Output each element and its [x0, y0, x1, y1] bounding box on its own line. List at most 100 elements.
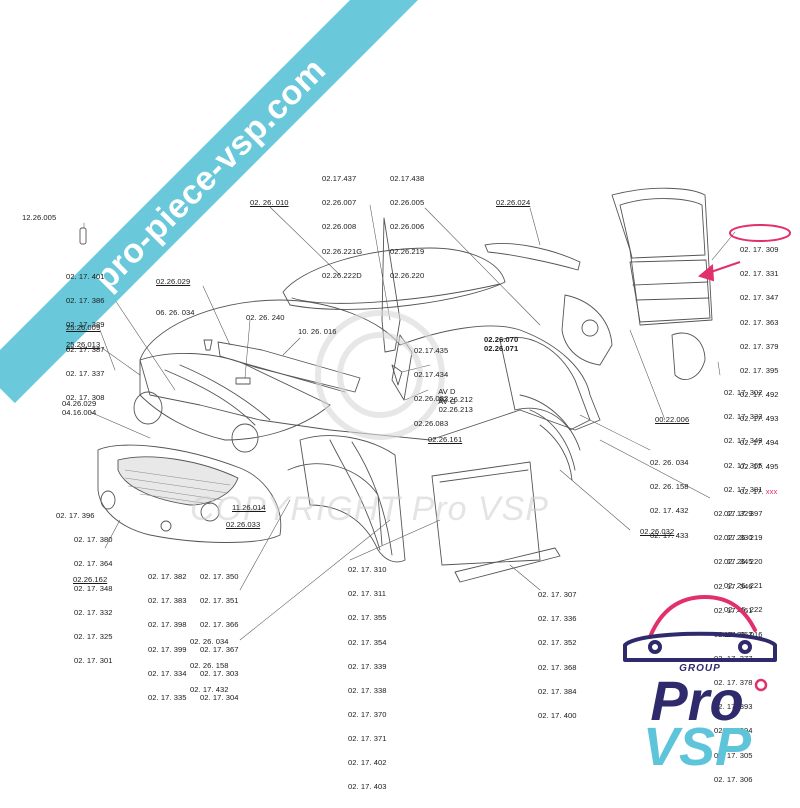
label-item: 02. 17. 350 — [200, 572, 239, 582]
label-item: 02. 17. 378 — [714, 678, 753, 688]
label-av-g: AV G 02.26.213 — [430, 390, 473, 422]
label-item: 02. 17. 386 — [66, 296, 105, 306]
rear-arch2-shape — [529, 409, 576, 471]
label-group-pillar: 02.17.438 02.26.005 02.26.006 02.26.219 … — [390, 159, 424, 296]
label-item: 02. 17. 310 — [348, 565, 387, 575]
logo-pro-text: Pro — [650, 669, 743, 732]
label-item: 02. 17. 347 — [740, 293, 779, 303]
label-item: 02. 17. 364 — [74, 559, 113, 569]
a-pillar-shape — [381, 217, 401, 353]
label-item: 02. 17. 494 — [740, 438, 779, 448]
label-group-wheel-arch: 02. 26. 034 02. 26. 158 02. 17. 432 02. … — [650, 443, 689, 556]
label-group-grille-b: 02. 17. 350 02. 17. 351 02. 17. 366 02. … — [200, 557, 239, 718]
clip-part-shape — [203, 339, 213, 351]
label-item: 02.26.222D — [322, 270, 362, 280]
label-02-26-032: 02.26.032 — [640, 527, 675, 536]
headlight-left-shape — [133, 391, 163, 425]
label-item: 02. 17. 432 — [650, 506, 689, 516]
plug-part-shape — [79, 227, 87, 245]
label-item: 02.26.005 — [390, 198, 425, 208]
logo-wheel-right — [738, 640, 752, 654]
logo-gear-icon — [754, 678, 768, 692]
logo-group-text: GROUP — [679, 663, 721, 674]
label-item: 02. 17. 303 — [200, 668, 239, 678]
highlight-ellipse — [729, 224, 791, 242]
label-group-rear-right: 02. 17. 302 02. 17. 333 02. 17. 349 02. … — [724, 373, 763, 655]
label-item: 02. 17. 403 — [348, 782, 387, 792]
label-item: 02. 17. 383 — [148, 596, 187, 606]
label-item: 02. 17. 396 — [56, 511, 95, 521]
label-item: 02. 26. 219 — [724, 532, 763, 542]
label-item: 02. 17. 492 — [740, 389, 779, 399]
label-item: 02. 17. 370 — [348, 709, 387, 719]
label-group-grille-a: 02. 17. 382 02. 17. 383 02. 17. 398 02. … — [148, 557, 187, 718]
label-02-26-010: 02. 26. 010 — [250, 198, 289, 207]
tailgate-outer-shape — [611, 187, 713, 326]
label-item: 02. 17. 371 — [348, 734, 387, 744]
label-02-26-161: 02.26.161 — [428, 435, 463, 444]
label-item: 02. 17. 354 — [348, 637, 387, 647]
label-item: 02. 17. 346 — [714, 581, 753, 591]
label-item: 02.17.434 — [414, 370, 449, 380]
watermark-copyright: COPYRIGHT Pro VSP — [190, 490, 549, 528]
label-item: 02.26.220 — [390, 270, 425, 280]
label-04-16-004: 04.16.004 — [62, 408, 97, 417]
label-item: 02. 17. 394 — [714, 726, 753, 736]
rear-inner-panel-shape — [561, 294, 613, 366]
logo-wheel-left — [648, 640, 662, 654]
label-item: 02. 17. 301 — [74, 655, 113, 665]
label-group-tailgate: 02. 17. 309 02. 17. 331 02. 17. 347 02. … — [740, 230, 779, 512]
label-25-26-009: 25.26.009 — [66, 323, 101, 332]
label-item: 02. 17. 305 — [714, 750, 753, 760]
label-av-d-part: 02.26.212 — [438, 395, 473, 405]
label-group-arch-lower: 02. 26. 034 02. 26. 158 02. 17. 432 — [190, 622, 229, 711]
wing-arch1-shape — [329, 439, 381, 551]
hood-stripe2-shape — [179, 364, 271, 421]
label-av-d-prefix: AV D — [438, 387, 456, 397]
highlight-marker — [697, 224, 791, 282]
label-av-d: AV D 02.26.212 — [430, 380, 473, 412]
tailgate-trim1-shape — [632, 281, 709, 286]
label-item: 02. 26. 034 — [650, 458, 689, 468]
label-group-fender-left: 02. 17. 401 02. 17. 386 02. 17. 389 02. … — [66, 257, 105, 418]
label-item: 02. 17. 387 — [66, 344, 105, 354]
cowl-panel-shape — [217, 341, 361, 393]
label-item: 02. 17. 337 — [66, 368, 105, 378]
label-item-last: 02. 17. xxx — [740, 486, 779, 496]
rear-quarter-shape — [499, 336, 591, 431]
label-02-26-240: 02. 26. 240 — [246, 313, 285, 322]
label-item: 02. 17. 367 — [200, 644, 239, 654]
label-item: 02. 17. 348 — [74, 583, 113, 593]
wing-arch2-shape — [351, 441, 393, 556]
label-item: 02. 17. 331 — [740, 269, 779, 279]
label-item: 02.26.219 — [390, 246, 425, 256]
label-item: 02. 17. 309 — [740, 245, 779, 255]
label-item: 02. 17. 329 — [714, 509, 753, 519]
label-item: 02. 17. 397 — [724, 508, 763, 518]
front-wing-outer-shape — [299, 435, 406, 563]
label-item: 02. 17. 433 — [650, 530, 689, 540]
label-item: 02.17.438 — [390, 174, 425, 184]
label-group-sill: 02. 17. 307 02. 17. 336 02. 17. 352 02. … — [538, 575, 577, 736]
label-item: 02. 26. 221 — [724, 581, 763, 591]
label-item: 02. 26. 220 — [724, 557, 763, 567]
label-12-26-005: 12.26.005 — [22, 213, 57, 222]
label-av-g-prefix: AV G — [438, 397, 457, 407]
label-item: 02. 17. 306 — [714, 774, 753, 784]
label-item-last-prefix: 02. 17. — [740, 486, 764, 496]
front-grille-shape — [117, 456, 239, 506]
rear-lamp-shape — [671, 332, 706, 380]
label-item: 02. 26. 158 — [650, 482, 689, 492]
rear-arch3-shape — [539, 424, 573, 481]
hood-stripe-shape — [164, 369, 256, 426]
label-02-26-071: 02.26.071 — [484, 344, 519, 353]
label-06-26-034: 06. 26. 034 — [156, 308, 195, 317]
logo-car-body — [623, 631, 777, 662]
roof-inner-shape — [291, 283, 501, 304]
label-item: 02.26.221G — [322, 246, 363, 256]
label-item: 02. 17. 332 — [74, 607, 113, 617]
label-item: 02. 17. 338 — [348, 685, 387, 695]
label-item: 02. 17. 401 — [66, 272, 105, 282]
label-02-26-070: 02.26.070 — [484, 335, 519, 344]
